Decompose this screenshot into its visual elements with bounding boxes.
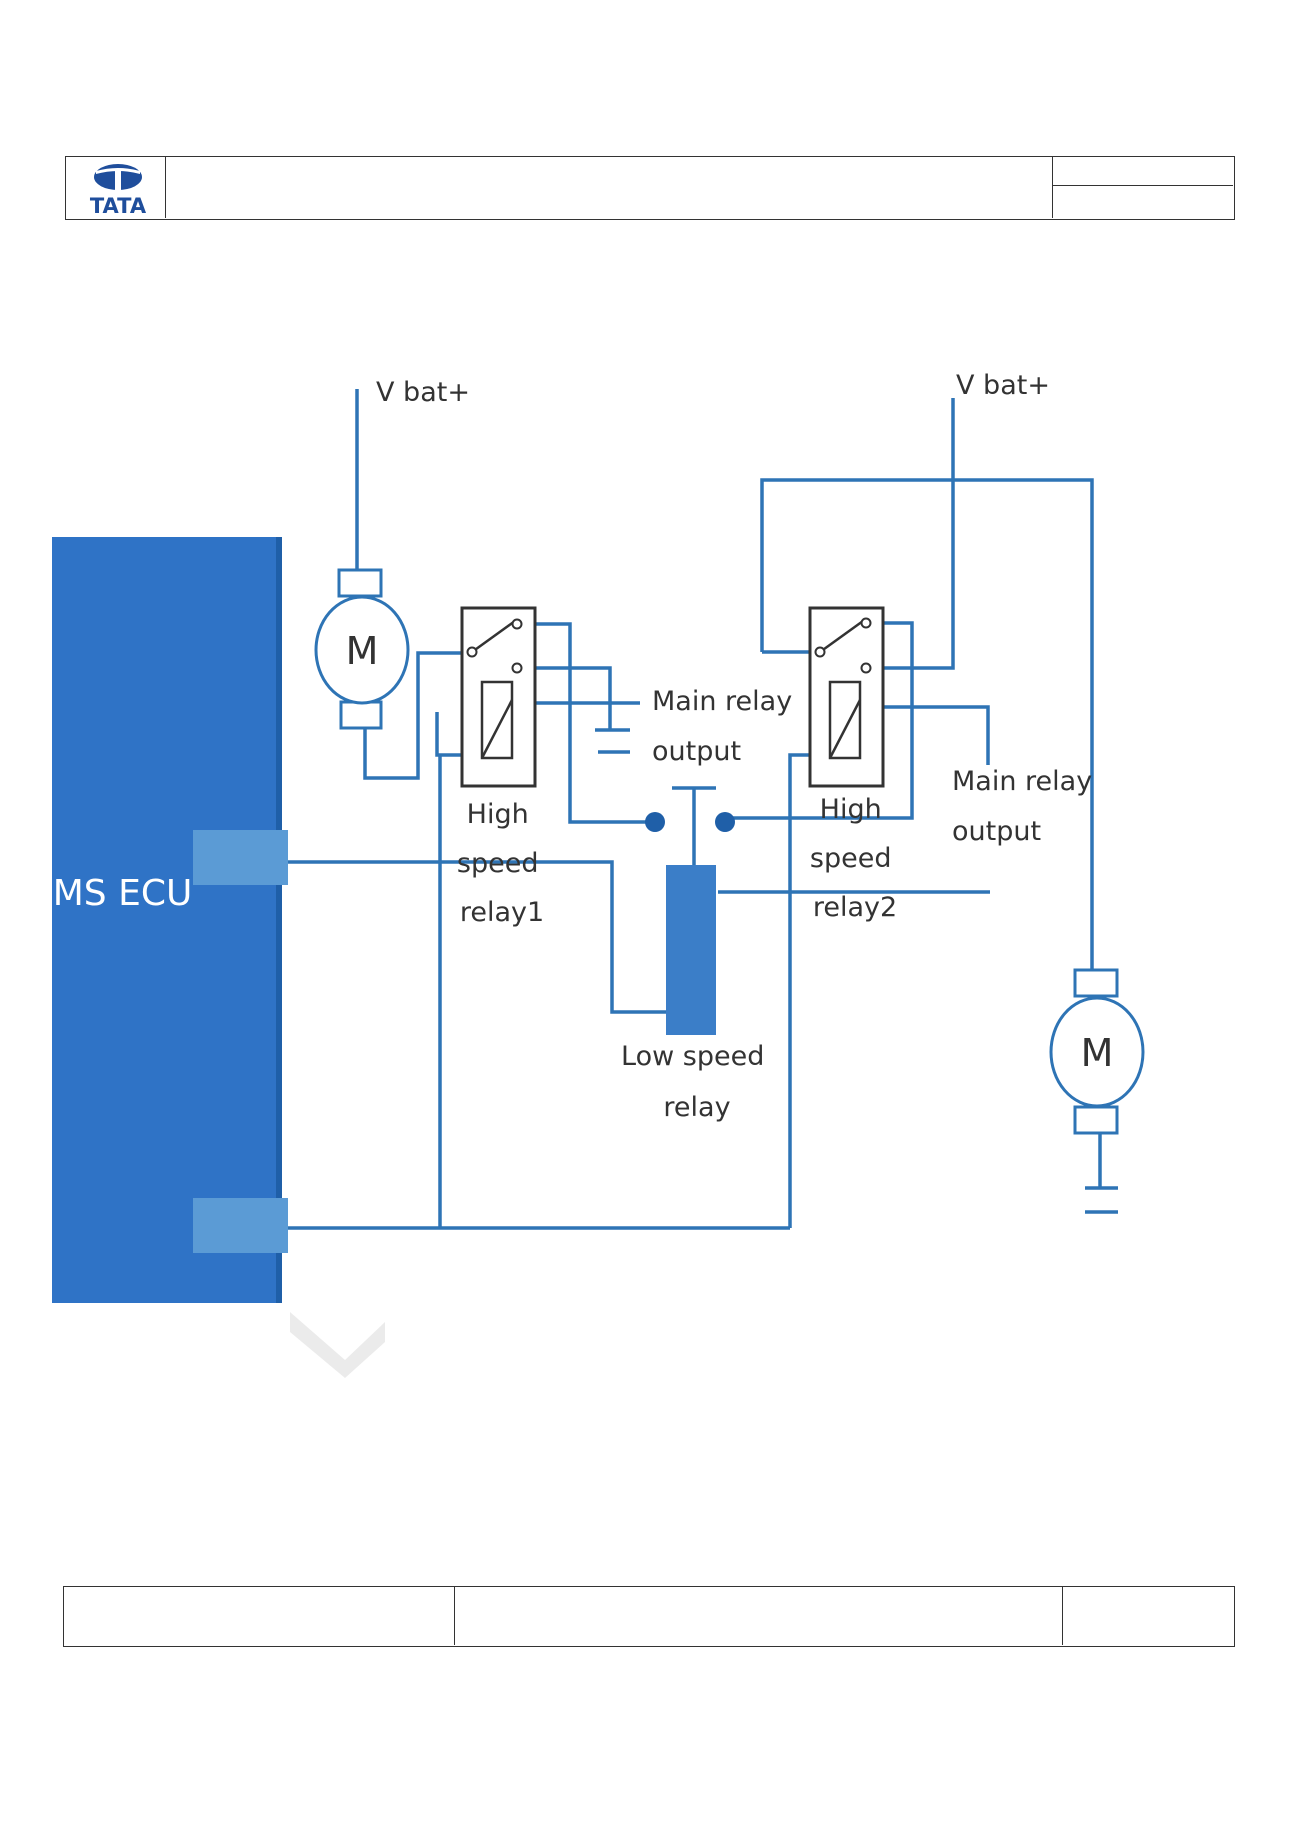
wire-motor1-to-relay1: [363, 651, 473, 780]
relay1-pivot: [466, 646, 478, 658]
watermark-mark: [290, 1312, 385, 1378]
vbat-right-label: V bat+: [956, 370, 1050, 401]
footer-middle-cell: [455, 1587, 1063, 1645]
relay1-coil-diag: [480, 699, 514, 759]
tata-logo: TATA: [90, 164, 147, 218]
motor-right-top-cap: [1073, 968, 1119, 998]
main-relay-right-line2: output: [952, 816, 1041, 847]
motor-left-top-cap: [337, 568, 383, 598]
wire-relay2-common: [725, 621, 914, 820]
wire-relay2-coil: [788, 712, 857, 1228]
motor-left: M: [314, 568, 410, 730]
relay1-contact-1: [511, 618, 523, 630]
main-relay-right-line1: Main relay: [952, 766, 1092, 797]
wire-relay1-common: [520, 622, 655, 824]
low-speed-label-line2: relay: [663, 1092, 730, 1123]
relay2-coil-diag: [828, 699, 862, 759]
footer-left-cell: [64, 1587, 455, 1645]
low-speed-contact-left: [645, 812, 665, 832]
high-speed-relay2-label: High speed relay2: [810, 794, 900, 923]
motor-right-bottom-cap: [1073, 1105, 1119, 1135]
vbat-left-label: V bat+: [376, 377, 470, 408]
relay2-pivot: [814, 646, 826, 658]
main-relay-right-label: Main relay output: [952, 766, 1101, 847]
motor-right: M: [1049, 968, 1145, 1135]
motor-left-label: M: [346, 629, 379, 673]
relay2-switch-arm: [819, 619, 864, 654]
motor-right-label: M: [1081, 1031, 1114, 1075]
ecu-body: [52, 537, 282, 1303]
ground-right: [1085, 1186, 1118, 1214]
ems-ecu: EMS ECU: [30, 537, 288, 1303]
low-speed-switch-bar: [672, 786, 716, 865]
header-logo-cell: TATA: [66, 157, 166, 218]
relay2-contact-2: [860, 662, 872, 674]
motor-left-body: [314, 595, 410, 705]
relay2-label-line1: High: [820, 794, 882, 825]
motor-left-bottom-cap: [339, 700, 383, 730]
main-relay-left-line2: output: [652, 736, 741, 767]
motor-right-body: [1049, 996, 1145, 1108]
low-speed-label-line1: Low speed: [621, 1041, 764, 1072]
relay1-contact-2: [511, 662, 523, 674]
relay1-label-line2: speed: [457, 848, 539, 879]
wire-main-relay-right: [870, 705, 990, 765]
logo-text: TATA: [90, 194, 147, 218]
ecu-connector-1: [193, 830, 288, 885]
ground-left: [595, 720, 630, 754]
high-speed-relay2: [808, 606, 885, 788]
low-speed-relay-label: Low speed relay: [621, 1041, 773, 1123]
wire-top-loop: [760, 478, 1094, 970]
relay2-label-line3: relay2: [813, 892, 897, 923]
ecu-label: EMS ECU: [30, 873, 192, 914]
high-speed-relay1-label: High speed relay1: [457, 799, 547, 928]
relay1-label-line3: relay1: [460, 897, 544, 928]
relay1-coil: [480, 680, 514, 760]
main-relay-left-line1: Main relay: [652, 686, 792, 717]
header-docnum-cell: [1053, 157, 1233, 186]
high-speed-relay1: [460, 606, 537, 788]
wire-vbat-right: [870, 398, 955, 670]
ecu-connector-2: [193, 1198, 288, 1253]
wire-ecu-out1: [288, 860, 668, 1014]
footer-table: [63, 1586, 1235, 1647]
main-relay-left-label: Main relay output: [652, 686, 801, 767]
ecu-edge: [276, 537, 282, 1303]
header-title-cell: [166, 157, 1053, 218]
low-speed-relay: [645, 812, 735, 1035]
relay2-coil: [828, 680, 862, 760]
low-speed-contact-right: [715, 812, 735, 832]
relay2-label-line2: speed: [810, 843, 892, 874]
header-table: TATA: [65, 156, 1235, 220]
relay2-contact-1: [860, 617, 872, 629]
low-speed-relay-body: [666, 865, 716, 1035]
relay1-label-line1: High: [467, 799, 529, 830]
relay1-switch-arm: [471, 619, 516, 654]
